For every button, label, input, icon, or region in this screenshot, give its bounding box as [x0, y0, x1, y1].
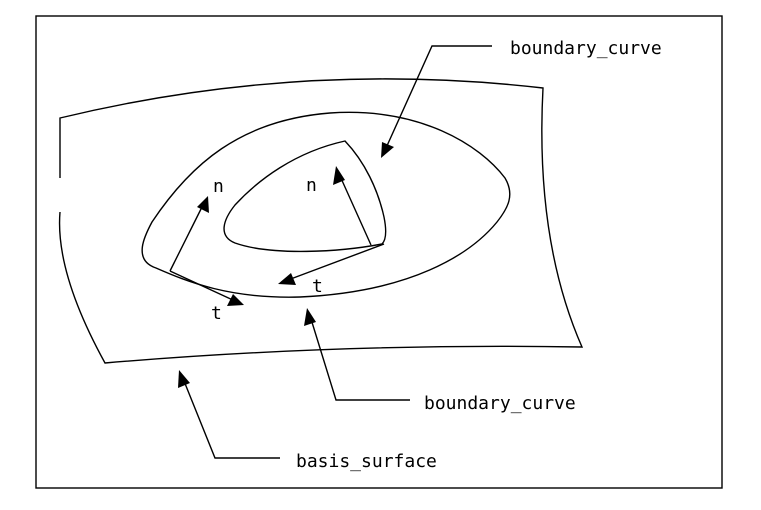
normal-arrow-left-head — [197, 196, 209, 213]
inner-boundary-curve — [223, 140, 387, 253]
leader-outer-boundary — [310, 318, 410, 401]
label-tangent-right: t — [312, 276, 323, 297]
label-boundary-curve-inner: boundary_curve — [510, 38, 662, 59]
tangent-arrow-left-head — [227, 294, 244, 306]
label-normal-left: n — [213, 176, 224, 197]
normal-arrow-right-head — [333, 166, 345, 185]
tangent-arrow-right-head — [278, 273, 296, 285]
outer-boundary-curve — [141, 111, 511, 298]
tangent-arrow-left-shaft — [169, 270, 236, 302]
diagram-frame — [35, 15, 723, 489]
basis-surface-outline — [58, 78, 584, 364]
leader-outer-boundary-head — [304, 308, 316, 326]
label-boundary-curve-outer: boundary_curve — [424, 393, 576, 414]
tangent-arrow-right-shaft — [287, 243, 385, 281]
label-normal-right: n — [306, 175, 317, 196]
label-basis-surface: basis_surface — [296, 451, 437, 472]
label-tangent-left: t — [211, 303, 222, 324]
leader-basis-surface — [183, 380, 280, 459]
leader-inner-boundary — [385, 45, 492, 149]
leader-inner-boundary-head — [381, 142, 394, 158]
normal-arrow-left-shaft — [169, 204, 204, 272]
leader-basis-surface-head — [178, 370, 190, 388]
normal-arrow-right-shaft — [339, 175, 372, 246]
